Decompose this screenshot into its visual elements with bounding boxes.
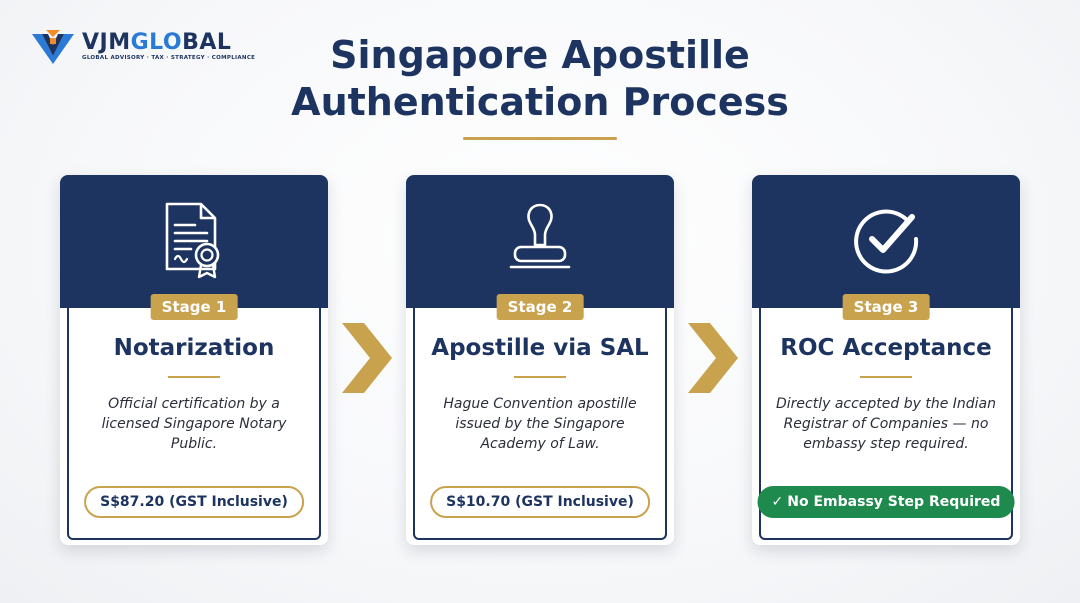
vjm-logo-icon (32, 30, 74, 64)
check-icon: ✓ (771, 494, 784, 510)
stage-card-2: Stage 2 Apostille via SAL Hague Conventi… (406, 175, 674, 545)
stage-card-frame (67, 308, 321, 540)
stage-title: ROC Acceptance (780, 335, 992, 361)
stage-title-underline (860, 376, 912, 378)
title-underline (463, 137, 617, 140)
stage-title: Notarization (113, 335, 275, 361)
stage-card-header (406, 175, 674, 308)
stage-card-frame (413, 308, 667, 540)
no-embassy-label: No Embassy Step Required (787, 494, 1001, 510)
stage-description: Directly accepted by the Indian Registra… (775, 396, 997, 452)
stage-badge: Stage 2 (496, 294, 584, 320)
brand-name: VJMGLOBAL (82, 30, 232, 56)
chevron-right-arrow-icon (342, 323, 392, 393)
chevron-right-arrow-icon (688, 323, 738, 393)
page-title-line-2: Authentication Process (291, 80, 789, 124)
stage-card-frame (759, 308, 1013, 540)
stage-price-pill: S$10.70 (GST Inclusive) (430, 486, 650, 518)
stage-card-1: Stage 1 Notarization Official certificat… (60, 175, 328, 545)
stage-card-header (60, 175, 328, 308)
stage-card-header (752, 175, 1020, 308)
brand-logo: VJMGLOBAL GLOBAL ADVISORY · TAX · STRATE… (30, 28, 255, 66)
stage-description: Official certification by a licensed Sin… (101, 396, 287, 452)
stage-badge: Stage 1 (150, 294, 238, 320)
stage-title-underline (168, 376, 220, 378)
page-title: Singapore Apostille Authentication Proce… (0, 32, 1080, 126)
stage-card-3: Stage 3 ROC Acceptance Directly accepted… (752, 175, 1020, 545)
stage-title: Apostille via SAL (431, 335, 649, 361)
checkmark-circle-icon (854, 209, 919, 274)
stage-title-underline (514, 376, 566, 378)
certificate-document-icon (165, 202, 220, 279)
brand-tagline: GLOBAL ADVISORY · TAX · STRATEGY · COMPL… (82, 55, 256, 62)
page-title-line-1: Singapore Apostille (330, 33, 750, 77)
stage-description: Hague Convention apostille issued by the… (443, 396, 637, 452)
stage-badge: Stage 3 (842, 294, 930, 320)
no-embassy-pill: ✓No Embassy Step Required (757, 486, 1015, 518)
rubber-stamp-icon (509, 203, 571, 269)
stage-price-pill: S$87.20 (GST Inclusive) (84, 486, 304, 518)
